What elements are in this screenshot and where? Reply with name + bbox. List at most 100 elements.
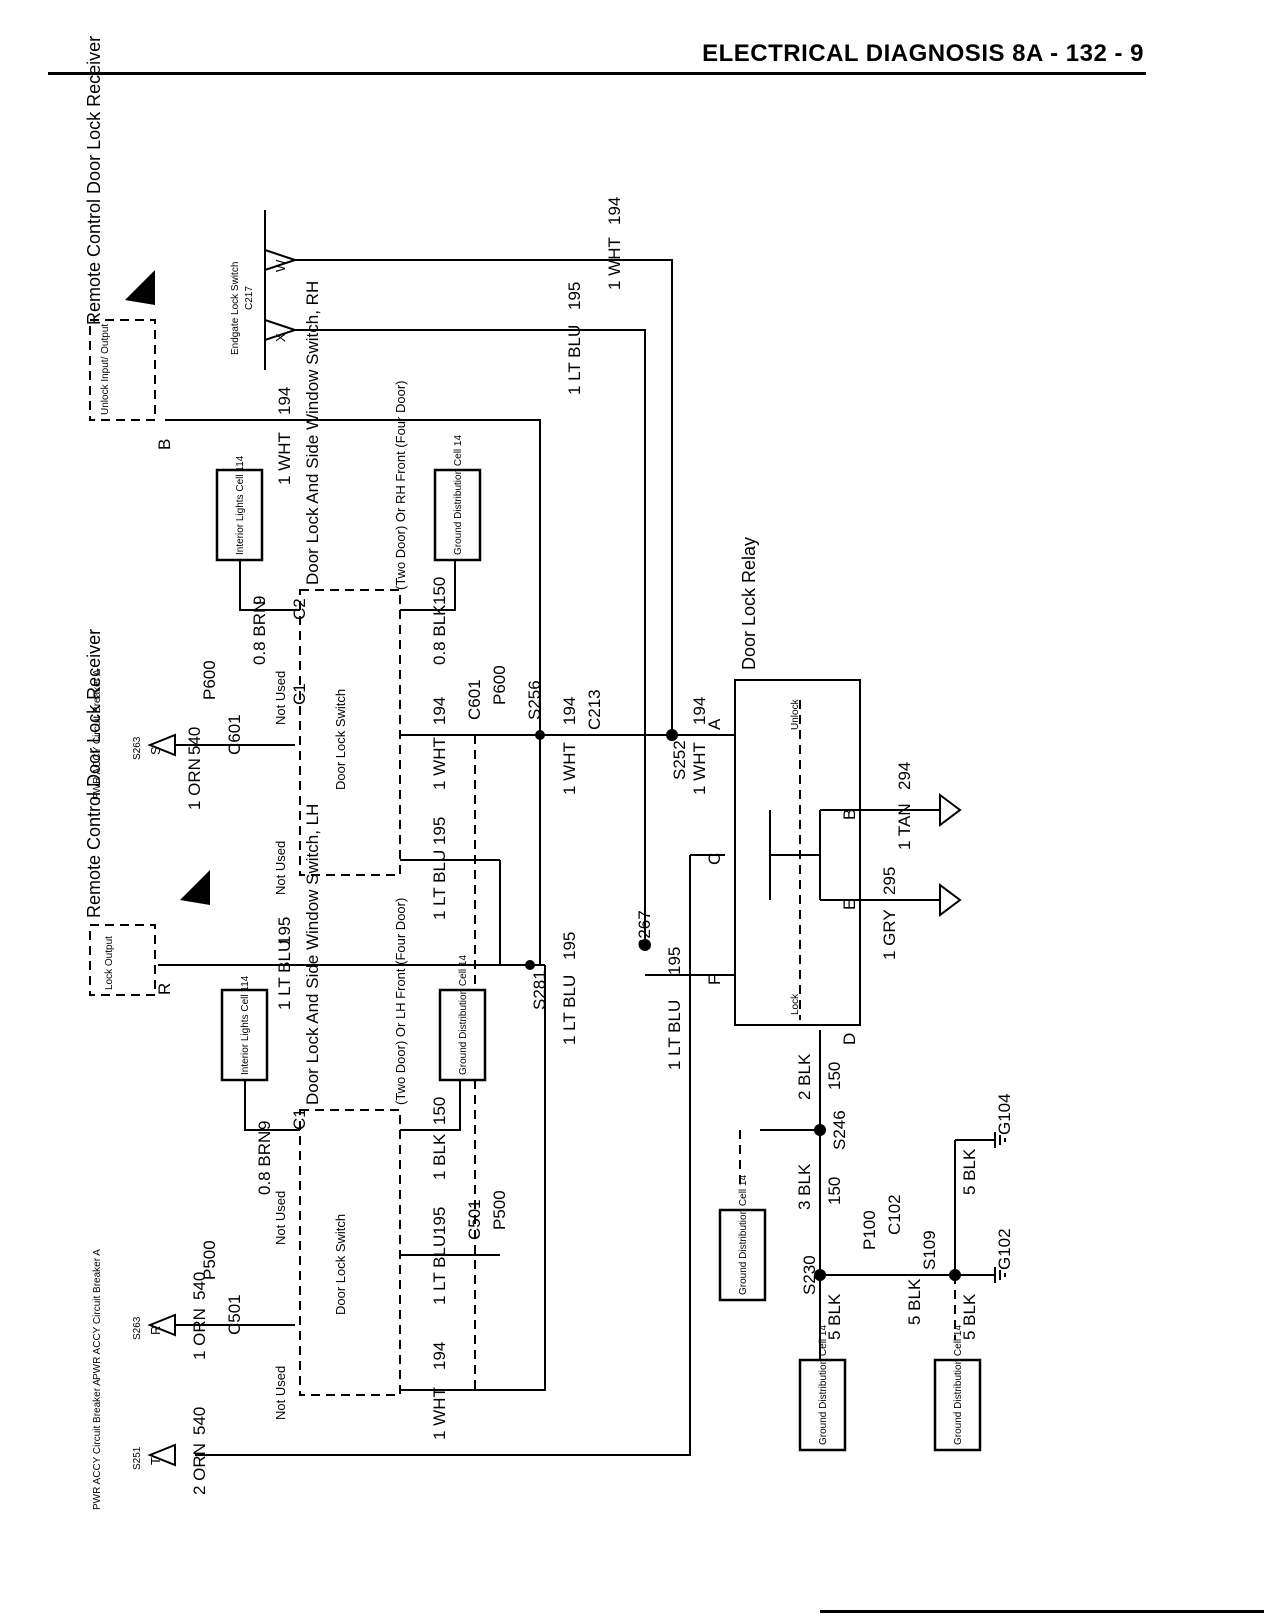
connector-p500-lh: P500 (200, 1240, 219, 1280)
wire-540-circuit-lh: 540 (190, 1272, 209, 1300)
wire-9-label-rh: 0.8 BRN (250, 601, 269, 665)
remote-receivers: Unlock Input/ Output Remote Control Door… (84, 36, 210, 996)
wire-150e-label-3: 5 BLK (960, 1293, 979, 1340)
breaker-3-text: PWR ACCY Circuit Breaker A (92, 1379, 103, 1510)
connector-c501-mid: C501 (465, 1199, 484, 1240)
wire-150d-circuit: 150 (825, 1177, 844, 1205)
lh-switch-name: Door Lock And Side Window Switch, LH (303, 804, 322, 1105)
wire-195-label-rh: 1 LT BLU (430, 850, 449, 920)
wire-194-label-relay: 1 WHT (690, 742, 709, 795)
wire-150-label-rh: 0.8 BLK (430, 604, 449, 665)
ground-g104: G104 (995, 1093, 1014, 1135)
endgate-connector: C217 (244, 286, 255, 310)
wire-9-label-lh: 0.8 BRN (255, 1131, 274, 1195)
wire-150e-label-2: 5 BLK (905, 1278, 924, 1325)
receiver-unlock-name: Remote Control Door Lock Receiver (84, 36, 104, 325)
splice-s281: S281 (530, 970, 549, 1010)
rh-not-used-a: Not Used (273, 671, 288, 725)
wire-labels: 1 WHT 194 1 LT BLU 195 1 WHT 194 0.8 BRN… (185, 197, 979, 1495)
wire-194-label-lh-sw: 1 WHT (430, 1387, 449, 1440)
wire-295-label: 1 GRY (880, 909, 899, 960)
lh-not-used-a: Not Used (273, 1191, 288, 1245)
door-lock-relay: Door Lock Relay Unlock Lock (734, 537, 861, 1026)
splice-s246: S246 (830, 1110, 849, 1150)
wire-150e-label-4: 5 BLK (960, 1148, 979, 1195)
breaker-1-pin: S (148, 746, 163, 755)
breaker-1-splice: S263 (132, 736, 143, 760)
wire-9-circuit-rh: 9 (250, 596, 269, 605)
connector-c501-lh: C501 (225, 1294, 244, 1335)
wire-9-circuit-lh: 9 (255, 1121, 274, 1130)
ground-ref-1: Ground Distribution Cell 14 (738, 1175, 749, 1295)
endgate-lock-switch: W X Endgate Lock Switch C217 (230, 210, 299, 370)
wire-195-circuit-top: 195 (565, 282, 584, 310)
connector-p100: P100 (860, 1210, 879, 1250)
relay-pin-d: D (840, 1033, 859, 1045)
wire-540b-circuit: 540 (190, 1407, 209, 1435)
splice-s256: S256 (525, 680, 544, 720)
receiver-lock-pin: R (155, 983, 174, 995)
splice-s109: S109 (920, 1230, 939, 1270)
connector-p600-top: P600 (200, 660, 219, 700)
header-rule (48, 72, 1146, 75)
rh-interior-lights-ref: Interior Lights Cell 114 (235, 455, 246, 555)
splice-dots (525, 729, 961, 1281)
lh-switch-variants: (Two Door) Or LH Front (Four Door) (393, 898, 408, 1105)
wire-295-circuit: 295 (880, 867, 899, 895)
wire-150e-label-1: 5 BLK (825, 1293, 844, 1340)
wire-540-label-rh: 1 ORN (185, 758, 204, 810)
pin-labels: Not Used Not Used Not Used Not Used A B … (148, 671, 859, 1465)
connector-c213: C213 (585, 689, 604, 730)
wire-150-circuit-lh: 150 (430, 1097, 449, 1125)
wire-194-label-top: 1 WHT (605, 237, 624, 290)
page-title: ELECTRICAL DIAGNOSIS 8A - 132 - 9 (702, 40, 1144, 67)
wire-294-label: 1 TAN (895, 803, 914, 850)
wire-194-circuit-rh: 194 (430, 697, 449, 725)
ground-ref-2: Ground Distribution Cell 14 (818, 1325, 829, 1445)
connector-labels: C601 P600 C601 P600 C501 P500 C501 P500 … (200, 598, 1014, 1335)
receiver-lock-port: Lock Output (104, 936, 115, 990)
rh-ground-ref: Ground Distribution Cell 14 (453, 435, 464, 555)
lh-ground-ref: Ground Distribution Cell 14 (458, 955, 469, 1075)
wire-150c-circuit: 150 (825, 1062, 844, 1090)
lh-sub-switch-label: Door Lock Switch (333, 1214, 348, 1315)
receiver-unlock-pin: B (155, 439, 174, 450)
splice-s267: S267 (635, 910, 654, 950)
circuit-breakers: PWR ACCY Circuit Breaker A S263 PWR ACCY… (92, 669, 176, 1510)
wire-195-label-relay: 1 LT BLU (665, 1000, 684, 1070)
splice-s230: S230 (800, 1255, 819, 1295)
wire-194-label-rcv: 1 WHT (275, 432, 294, 485)
wire-195-circuit-m: 195 (560, 932, 579, 960)
wire-540-label-lh: 1 ORN (190, 1308, 209, 1360)
connector-c601-top: C601 (225, 714, 244, 755)
lh-door-lock-switch: Door Lock Switch Door Lock And Side Wind… (299, 804, 408, 1396)
rh-not-used-b: Not Used (273, 841, 288, 895)
breaker-2-text: PWR ACCY Circuit Breaker A (92, 1249, 103, 1380)
endgate-switch-name: Endgate Lock Switch (230, 262, 241, 355)
connector-c1-lh: C1 (290, 1108, 309, 1130)
endgate-pin-w: W (273, 259, 288, 272)
relay-pin-f: F (705, 975, 724, 985)
relay-outputs (939, 793, 962, 917)
rh-switch-variants: (Two Door) Or RH Front (Four Door) (393, 381, 408, 590)
lh-not-used-b: Not Used (273, 1366, 288, 1420)
connector-c1-rh: C1 (290, 683, 309, 705)
wire-294-circuit: 294 (895, 762, 914, 790)
rh-switch-name: Door Lock And Side Window Switch, RH (303, 281, 322, 585)
rh-door-lock-switch: Door Lock Switch Door Lock And Side Wind… (299, 281, 408, 876)
connector-c2-rh: C2 (290, 598, 309, 620)
connector-p600-mid: P600 (490, 665, 509, 705)
wire-195-label-top: 1 LT BLU (565, 325, 584, 395)
wire-195-label-lh-sw: 1 LT BLU (430, 1235, 449, 1305)
endgate-pin-x: X (273, 333, 288, 342)
receiver-unlock-port: Unlock Input/ Output (100, 324, 111, 415)
breaker-3-splice: S251 (132, 1446, 143, 1470)
page-header: ELECTRICAL DIAGNOSIS 8A - 132 - 9 (0, 0, 1264, 80)
wire-150-circuit-rh: 150 (430, 577, 449, 605)
reference-boxes: Interior Lights Cell 114 Ground Distribu… (215, 435, 982, 1452)
relay-pin-b: B (840, 809, 859, 820)
receiver-lock-name: Remote Control Door Lock Receiver (84, 629, 104, 918)
wire-194-circuit-top: 194 (605, 197, 624, 225)
connector-c601-mid: C601 (465, 679, 484, 720)
